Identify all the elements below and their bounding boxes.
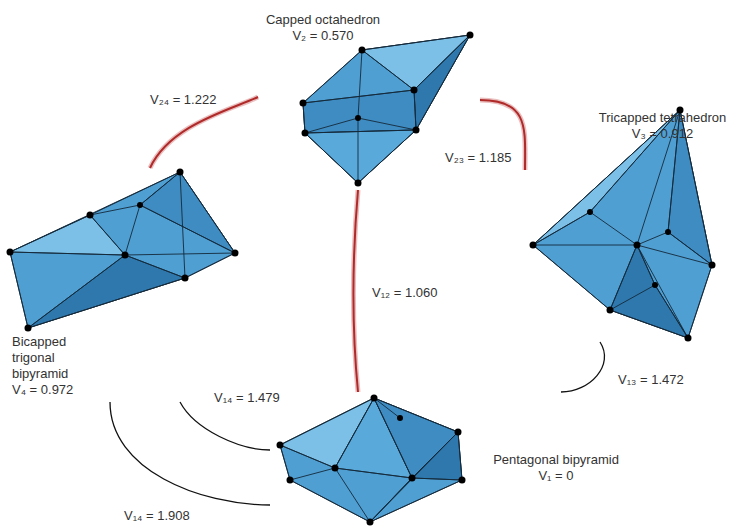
structure-name: Bicapped trigonal bipyramid — [12, 334, 96, 382]
pentagonal-bipyramid-figure — [277, 395, 466, 526]
barrier-label: V₁₂ = 1.060 — [370, 285, 439, 301]
barrier-label: V₂₃ = 1.185 — [443, 150, 513, 166]
node-label: Bicapped trigonal bipyramidV₄ = 0.972 — [12, 334, 96, 398]
transition-arc-highlighted — [354, 190, 359, 392]
bicapped-trigonal-bipyramid-figure — [7, 169, 239, 332]
energy-value: V₃ = 0.912 — [590, 126, 735, 142]
node-label: Capped octahedronV₂ = 0.570 — [262, 12, 384, 44]
structure-name: Pentagonal bipyramid — [488, 452, 624, 468]
polyhedron-node: Bicapped trigonal bipyramidV₄ = 0.972 — [5, 168, 240, 402]
connector-glow — [354, 190, 359, 392]
node-label: Tricapped tetrahedronV₃ = 0.912 — [590, 110, 735, 142]
tricapped-tetrahedron-figure — [530, 107, 716, 342]
barrier-label: V₁₄ = 1.479 — [212, 390, 282, 406]
transition-arc — [110, 402, 270, 505]
structure-name: Tricapped tetrahedron — [590, 110, 735, 126]
polyhedron-node: Pentagonal bipyramidV₁ = 0 — [270, 392, 627, 527]
structure-name: Capped octahedron — [262, 12, 384, 28]
energy-value: V₁ = 0 — [488, 468, 624, 484]
transition-arc — [180, 402, 270, 450]
transition-arc — [561, 342, 604, 392]
barrier-label: V₂₄ = 1.222 — [148, 92, 218, 108]
node-label: Pentagonal bipyramidV₁ = 0 — [488, 452, 624, 484]
barrier-label: V₁₃ = 1.472 — [616, 372, 686, 388]
energy-value: V₄ = 0.972 — [12, 382, 96, 398]
barrier-label: V₁₄ = 1.908 — [122, 508, 192, 524]
energy-value: V₂ = 0.570 — [262, 28, 384, 44]
polyhedron-node: Tricapped tetrahedronV₃ = 0.912 — [525, 105, 738, 342]
